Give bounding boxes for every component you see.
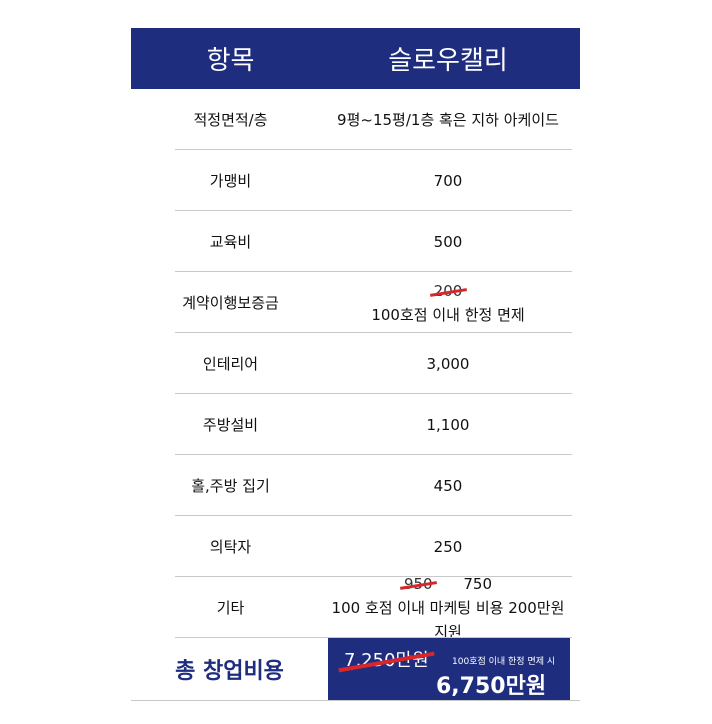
row-value: 1,100 bbox=[426, 415, 470, 434]
total-new-value: 6,750만원 bbox=[436, 674, 547, 699]
row-label: 기타 bbox=[216, 599, 245, 617]
total-note: 100호점 이내 한정 면제 시 bbox=[452, 657, 556, 667]
row-value: 700 bbox=[433, 171, 463, 190]
row-note: 100 호점 이내 마케팅 비용 200만원 지원 bbox=[331, 598, 565, 641]
table-row: 가맹비 700 bbox=[131, 150, 580, 211]
struck-value: 950 bbox=[399, 572, 437, 596]
table-row: 인테리어 3,000 bbox=[131, 333, 580, 394]
row-label: 의탁자 bbox=[209, 538, 252, 556]
total-row: 총 창업비용 7,250만원 100호점 이내 한정 면제 시 6,750만원 bbox=[131, 638, 580, 701]
row-value: 9평~15평/1층 혹은 지하 아케이드 bbox=[337, 111, 559, 129]
row-label: 홀,주방 집기 bbox=[191, 477, 270, 495]
row-label: 인테리어 bbox=[202, 355, 259, 373]
table-row: 계약이행보증금 200 100호점 이내 한정 면제 bbox=[131, 272, 580, 333]
table-header: 항목 슬로우캘리 bbox=[131, 28, 580, 89]
row-note: 100호점 이내 한정 면제 bbox=[371, 305, 525, 324]
table-row: 교육비 500 bbox=[131, 211, 580, 272]
table-row: 의탁자 250 bbox=[131, 516, 580, 577]
cost-table: 항목 슬로우캘리 적정면적/층 9평~15평/1층 혹은 지하 아케이드 가맹비… bbox=[131, 28, 580, 701]
row-value: 3,000 bbox=[426, 354, 470, 373]
total-label: 총 창업비용 bbox=[175, 659, 284, 684]
struck-value: 200 bbox=[429, 279, 467, 303]
header-brand: 슬로우캘리 bbox=[388, 46, 508, 76]
table-row: 기타 950 750 100 호점 이내 마케팅 비용 200만원 지원 bbox=[131, 575, 580, 641]
row-label: 계약이행보증금 bbox=[182, 294, 279, 312]
row-label: 주방설비 bbox=[202, 416, 259, 434]
row-value-cell: 200 100호점 이내 한정 면제 bbox=[330, 279, 580, 327]
header-item: 항목 bbox=[206, 46, 255, 76]
row-value: 450 bbox=[433, 476, 463, 495]
row-label: 가맹비 bbox=[209, 172, 252, 190]
new-value: 750 bbox=[463, 574, 493, 593]
row-value: 250 bbox=[433, 537, 463, 556]
total-box: 7,250만원 100호점 이내 한정 면제 시 6,750만원 bbox=[328, 638, 570, 700]
row-label: 교육비 bbox=[209, 233, 252, 251]
row-label: 적정면적/층 bbox=[193, 111, 268, 129]
row-value: 500 bbox=[433, 232, 463, 251]
row-value-cell: 950 750 100 호점 이내 마케팅 비용 200만원 지원 bbox=[330, 572, 580, 644]
table-row: 적정면적/층 9평~15평/1층 혹은 지하 아케이드 bbox=[131, 89, 580, 150]
total-old-value: 7,250만원 bbox=[338, 646, 435, 673]
table-row: 홀,주방 집기 450 bbox=[131, 455, 580, 516]
table-row: 주방설비 1,100 bbox=[131, 394, 580, 455]
